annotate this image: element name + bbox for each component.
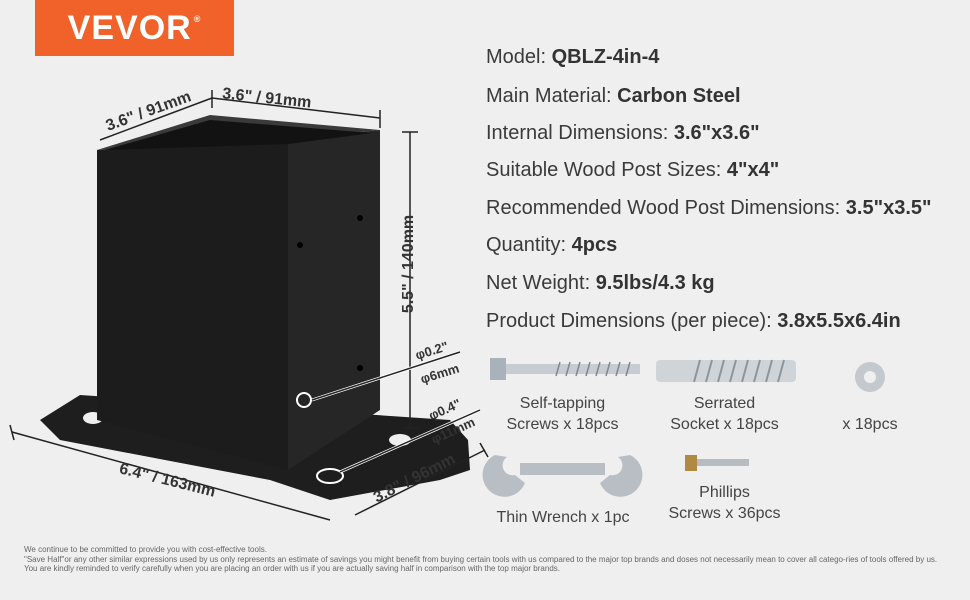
registered-mark: ®: [193, 14, 202, 24]
self-tapping-screw-image: [490, 358, 640, 380]
spec-internal-dimensions: Internal Dimensions: 3.6"x3.6": [486, 122, 760, 144]
washer-image: [855, 362, 885, 392]
spec-quantity: Quantity: 4pcs: [486, 234, 618, 256]
thin-wrench-image: [482, 455, 643, 497]
dim-height: 5.5" / 140mm: [400, 214, 418, 314]
serrated-socket-image: [656, 359, 796, 383]
disclaimer: We continue to be committed to provide y…: [24, 545, 938, 573]
spec-recommended-dimensions: Recommended Wood Post Dimensions: 3.5"x3…: [486, 197, 932, 219]
phillips-screw-image: [685, 455, 749, 471]
front-face: [97, 140, 288, 470]
spec-material: Main Material: Carbon Steel: [486, 85, 741, 107]
accessory-washers: x 18pcs: [842, 416, 898, 433]
spec-post-sizes: Suitable Wood Post Sizes: 4"x4": [486, 159, 780, 181]
logo-text: VEVOR: [67, 8, 192, 47]
spec-weight: Net Weight: 9.5lbs/4.3 kg: [486, 272, 715, 294]
spec-product-dimensions: Product Dimensions (per piece): 3.8x5.5x…: [486, 310, 901, 332]
spec-model: Model: QBLZ-4in-4: [486, 46, 660, 68]
vevor-logo: VEVOR®: [35, 0, 234, 56]
accessory-thin-wrench: Thin Wrench x 1pc: [496, 509, 630, 526]
